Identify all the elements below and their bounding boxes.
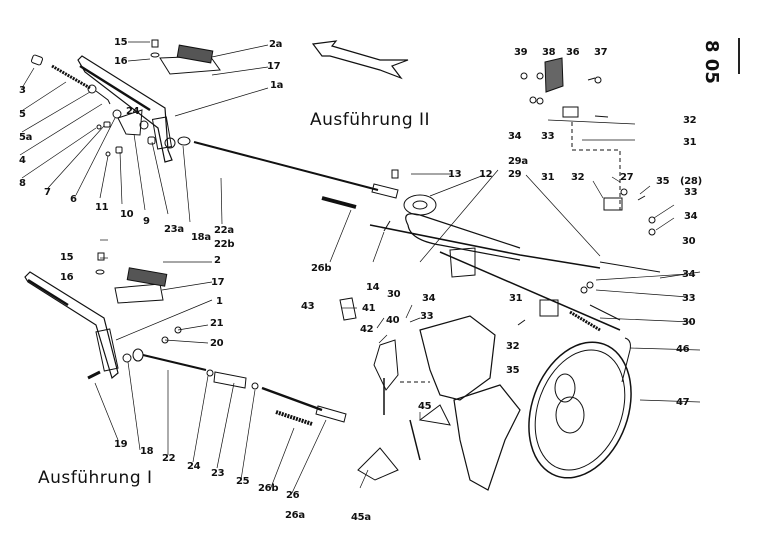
part-label: 26b (311, 263, 332, 274)
part-label: 32 (683, 115, 697, 126)
part-label: 5a (19, 132, 33, 143)
part-label: 45 (418, 401, 432, 412)
part-label: 34 (682, 269, 696, 280)
part-label: 23 (211, 468, 225, 479)
part-label: 1 (216, 296, 223, 307)
part-label: 30 (682, 317, 696, 328)
part-label: 40 (386, 315, 400, 326)
part-label: 22a (214, 225, 234, 236)
part-label: 37 (594, 47, 608, 58)
part-label: 2a (269, 39, 283, 50)
leader-lines (19, 41, 701, 494)
part-label: 22b (214, 239, 235, 250)
page-number: 8 05 (701, 40, 722, 84)
part-label: 29 (508, 169, 522, 180)
part-label: 18 (140, 446, 154, 457)
part-label: 23a (164, 224, 184, 235)
part-label: 43 (301, 301, 315, 312)
part-label: 7 (44, 187, 51, 198)
part-label: 32 (506, 341, 520, 352)
part-label: 3 (19, 85, 26, 96)
part-label: 10 (120, 209, 134, 220)
part-label: 33 (684, 187, 698, 198)
part-label: 13 (448, 169, 462, 180)
part-label: 2 (214, 255, 221, 266)
part-label: 16 (114, 56, 128, 67)
part-label: 46 (676, 344, 690, 355)
part-label: 47 (676, 397, 690, 408)
part-label: 15 (60, 252, 74, 263)
part-label: 42 (360, 324, 374, 335)
part-label: 33 (420, 311, 434, 322)
part-label: 22 (162, 453, 176, 464)
part-label: 26 (286, 490, 300, 501)
part-label: 31 (683, 137, 697, 148)
part-label: 24 (187, 461, 201, 472)
part-label: 8 (19, 178, 26, 189)
part-label: 35 (656, 176, 670, 187)
part-label: 6 (70, 194, 77, 205)
page-number-divider (738, 38, 740, 74)
part-label: 31 (509, 293, 523, 304)
part-label: 17 (211, 277, 225, 288)
part-label: 32 (571, 172, 585, 183)
part-label: 31 (541, 172, 555, 183)
part-label: 33 (682, 293, 696, 304)
brake-back-plate (528, 341, 632, 479)
part-label: 34 (684, 211, 698, 222)
part-label: 12 (479, 169, 493, 180)
part-label: 38 (542, 47, 556, 58)
part-label: 39 (514, 47, 528, 58)
part-label: 9 (143, 216, 150, 227)
brake-lever-top-right (517, 57, 656, 383)
spring-rod (30, 54, 111, 105)
hand-brake-lever-variant-1 (24, 271, 119, 380)
part-label: 33 (541, 131, 555, 142)
part-label: 26b (258, 483, 279, 494)
part-label: 24 (126, 106, 140, 117)
part-label: 11 (95, 202, 109, 213)
part-label: 30 (387, 289, 401, 300)
ratchet-plate-bottom (95, 252, 168, 304)
part-label: 27 (620, 172, 634, 183)
part-label: 4 (19, 155, 26, 166)
part-label: 15 (114, 37, 128, 48)
pull-rod-variant-2 (193, 141, 399, 199)
direction-arrow-icon (311, 40, 409, 80)
part-label: 5 (19, 109, 26, 120)
part-label: 29a (508, 156, 528, 167)
small-parts-variant-2 (96, 109, 191, 157)
brake-housings (357, 315, 521, 491)
part-label: 34 (422, 293, 436, 304)
part-label: 30 (682, 236, 696, 247)
variant-2-title: Ausführung II (310, 110, 431, 130)
center-parts (321, 169, 661, 331)
part-label: 34 (508, 131, 522, 142)
part-label: 1a (270, 80, 284, 91)
part-label: 21 (210, 318, 224, 329)
part-label: 35 (506, 365, 520, 376)
ratchet-plate-top (150, 39, 221, 75)
part-label: 18a (191, 232, 211, 243)
part-label: 19 (114, 439, 128, 450)
part-label: 36 (566, 47, 580, 58)
part-label: 26a (285, 510, 305, 521)
part-label: 16 (60, 272, 74, 283)
part-label: 17 (267, 61, 281, 72)
variant-1-title: Ausführung I (38, 468, 153, 488)
part-label: 41 (362, 303, 376, 314)
part-label: 20 (210, 338, 224, 349)
part-label: 45a (351, 512, 371, 523)
pull-rod-variant-1 (87, 326, 347, 426)
hand-brake-lever-variant-2 (77, 55, 176, 163)
part-label: 25 (236, 476, 250, 487)
part-label: (28) (680, 176, 702, 187)
part-label: 14 (366, 282, 380, 293)
